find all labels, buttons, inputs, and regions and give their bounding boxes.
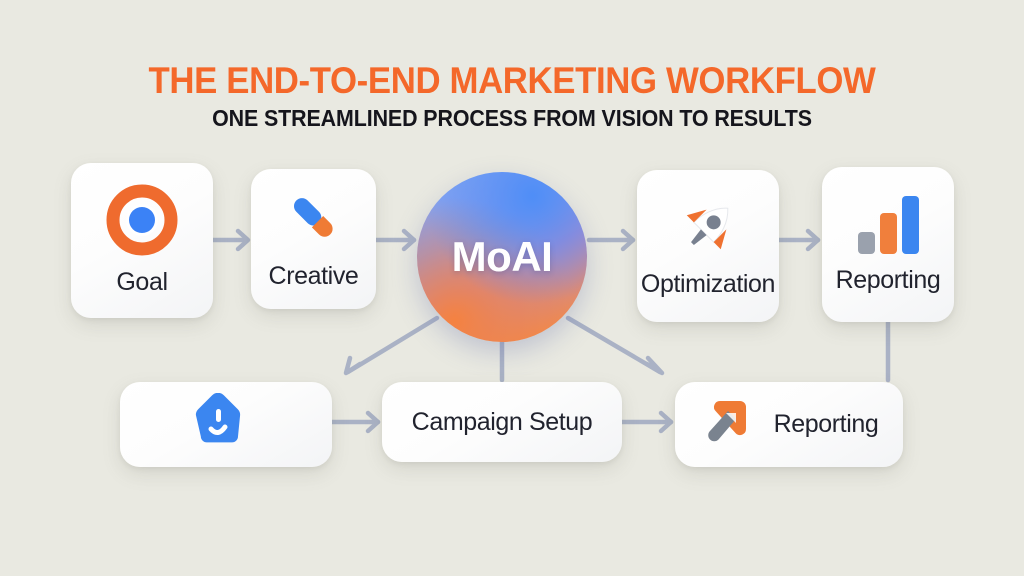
target-icon (106, 184, 178, 256)
step-label-reporting-top: Reporting (835, 266, 941, 294)
connector-optimization-to-reporting (776, 228, 821, 252)
step-card-reporting-bottom[interactable]: Reporting (675, 382, 903, 467)
hub-label: MoAI (451, 233, 553, 280)
step-label-reporting-bottom: Reporting (773, 410, 879, 438)
step-label-campaign-setup: Campaign Setup (411, 407, 593, 436)
step-card-creative[interactable]: Creative (251, 169, 376, 309)
step-card-optimization[interactable]: Optimization (637, 170, 779, 322)
connector-campaign-to-reporting (619, 410, 674, 434)
step-card-campaign-setup[interactable]: Campaign Setup (382, 382, 622, 462)
step-card-tag[interactable] (120, 382, 332, 467)
step-label-creative: Creative (268, 261, 359, 290)
cursor-arrow-icon (700, 393, 758, 456)
step-label-optimization: Optimization (640, 269, 776, 298)
step-label-goal: Goal (116, 268, 168, 296)
connector-hub-to-tag (343, 315, 440, 376)
bar-chart-icon (852, 194, 924, 256)
step-card-reporting-top[interactable]: Reporting (822, 167, 954, 322)
rocket-icon (674, 194, 742, 262)
tag-icon (189, 392, 247, 456)
connector-goal-to-creative (210, 228, 251, 252)
page-subtitle: ONE STREAMLINED PROCESS FROM VISION TO R… (212, 105, 812, 131)
step-card-goal[interactable]: Goal (71, 163, 213, 318)
connector-creative-to-hub (373, 228, 417, 252)
paintbrush-icon (281, 188, 347, 254)
central-hub[interactable]: MoAI (417, 172, 587, 342)
connector-tag-to-campaign (329, 410, 381, 434)
connector-hub-to-reporting-bottom (565, 315, 665, 376)
page-title: THE END-TO-END MARKETING WORKFLOW (148, 60, 876, 101)
connector-hub-to-optimization (586, 228, 636, 252)
